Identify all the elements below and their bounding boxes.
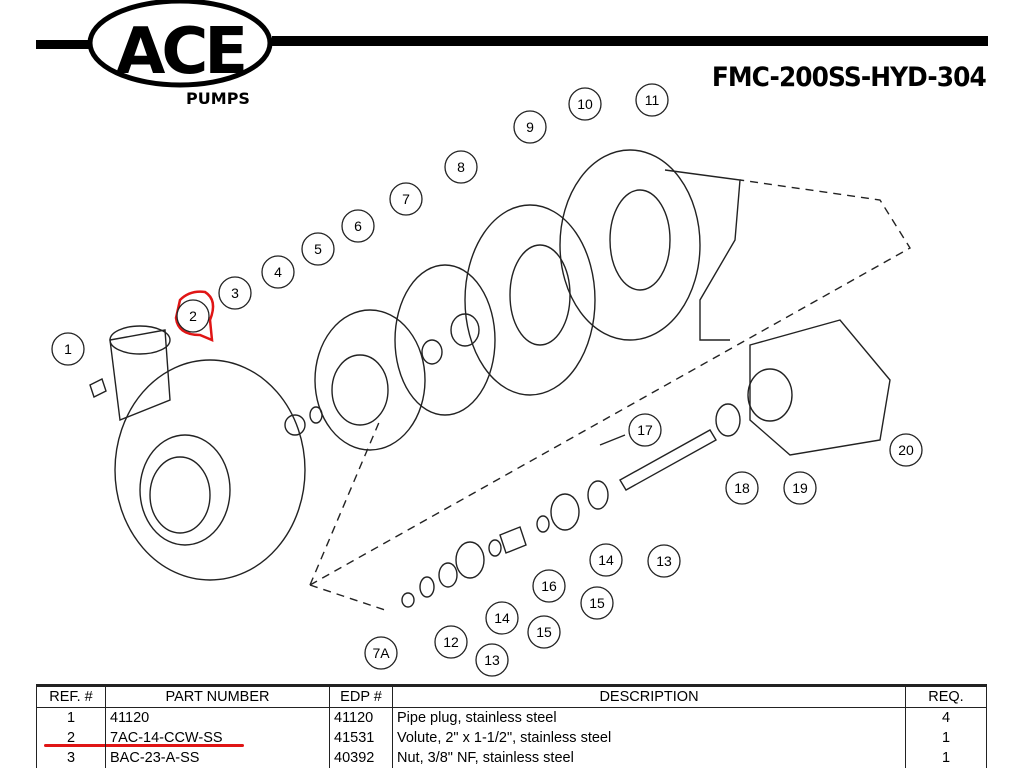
- ref: 3: [36, 748, 106, 768]
- callout-label: 4: [274, 264, 282, 280]
- callout-circle: [218, 276, 252, 310]
- callout-label: 18: [734, 480, 750, 496]
- callout-circle: [444, 150, 478, 184]
- callout-circle: [301, 232, 335, 266]
- callout-label: 8: [457, 159, 465, 175]
- callout-label: 5: [314, 241, 322, 257]
- callout-circle: [889, 433, 923, 467]
- callout-label: 7A: [372, 645, 390, 661]
- callout-label: 15: [536, 624, 552, 640]
- callout-circle: [51, 332, 85, 366]
- callout-label: 20: [898, 442, 914, 458]
- callout-circle: [261, 255, 295, 289]
- callout-circle: [568, 87, 602, 121]
- callout-circle: [527, 615, 561, 649]
- callout-label: 6: [354, 218, 362, 234]
- callout-label: 17: [637, 422, 653, 438]
- callout-circle: [364, 636, 398, 670]
- callout-label: 16: [541, 578, 557, 594]
- callout-label: 15: [589, 595, 605, 611]
- part-number: 41120: [105, 707, 330, 728]
- callout-label: 3: [231, 285, 239, 301]
- pump-parts-drawing: [89, 149, 911, 611]
- callout-circle: [176, 299, 210, 333]
- callout-label: 2: [189, 308, 197, 324]
- callout-label: 7: [402, 191, 410, 207]
- callout-label: 13: [656, 553, 672, 569]
- svg-text:PUMPS: PUMPS: [186, 89, 250, 108]
- part-number: 7AC-14-CCW-SS: [105, 728, 330, 748]
- red-annotation-circle: [174, 290, 215, 342]
- description: Nut, 3/8" NF, stainless steel: [392, 748, 906, 768]
- model-title: FMC-200SS-HYD-304: [711, 62, 987, 93]
- part-number: BAC-23-A-SS: [105, 748, 330, 768]
- callout-circle: [341, 209, 375, 243]
- callout-circle: [725, 471, 759, 505]
- description: Volute, 2" x 1-1/2", stainless steel: [392, 728, 906, 748]
- req: 4: [905, 707, 987, 728]
- callout-circle: [783, 471, 817, 505]
- callout-label: 11: [645, 92, 660, 108]
- callout-circle: [532, 569, 566, 603]
- callout-label: 1: [64, 341, 72, 357]
- req: 1: [905, 748, 987, 768]
- col-description: DESCRIPTION: [392, 684, 906, 708]
- callout-label: 10: [577, 96, 593, 112]
- edp: 41120: [329, 707, 393, 728]
- callout-circle: [647, 544, 681, 578]
- callout-circle: [628, 413, 662, 447]
- edp: 40392: [329, 748, 393, 768]
- callout-circle: [485, 601, 519, 635]
- ace-pumps-logo: ACE PUMPS: [36, 0, 988, 108]
- callout-circle: [513, 110, 547, 144]
- callout-label: 12: [443, 634, 459, 650]
- callout-label: 13: [484, 652, 500, 668]
- col-ref: REF. #: [36, 684, 106, 708]
- callout-circle: [475, 643, 509, 677]
- callout-label: 14: [598, 552, 614, 568]
- callout-circle: [589, 543, 623, 577]
- ref: 2: [36, 728, 106, 748]
- parts-table: REF. # PART NUMBER EDP # DESCRIPTION REQ…: [36, 684, 987, 768]
- callout-circle: [389, 182, 423, 216]
- callout-label: 14: [494, 610, 510, 626]
- callout-circle: [635, 83, 669, 117]
- svg-text:ACE: ACE: [116, 15, 245, 89]
- col-req: REQ.: [905, 684, 987, 708]
- callout-circle: [580, 586, 614, 620]
- callout-label: 19: [792, 480, 808, 496]
- ref: 1: [36, 707, 106, 728]
- callout-label: 9: [526, 119, 534, 135]
- edp: 41531: [329, 728, 393, 748]
- description: Pipe plug, stainless steel: [392, 707, 906, 728]
- callout-circle: [434, 625, 468, 659]
- req: 1: [905, 728, 987, 748]
- col-part-number: PART NUMBER: [105, 684, 330, 708]
- col-edp: EDP #: [329, 684, 393, 708]
